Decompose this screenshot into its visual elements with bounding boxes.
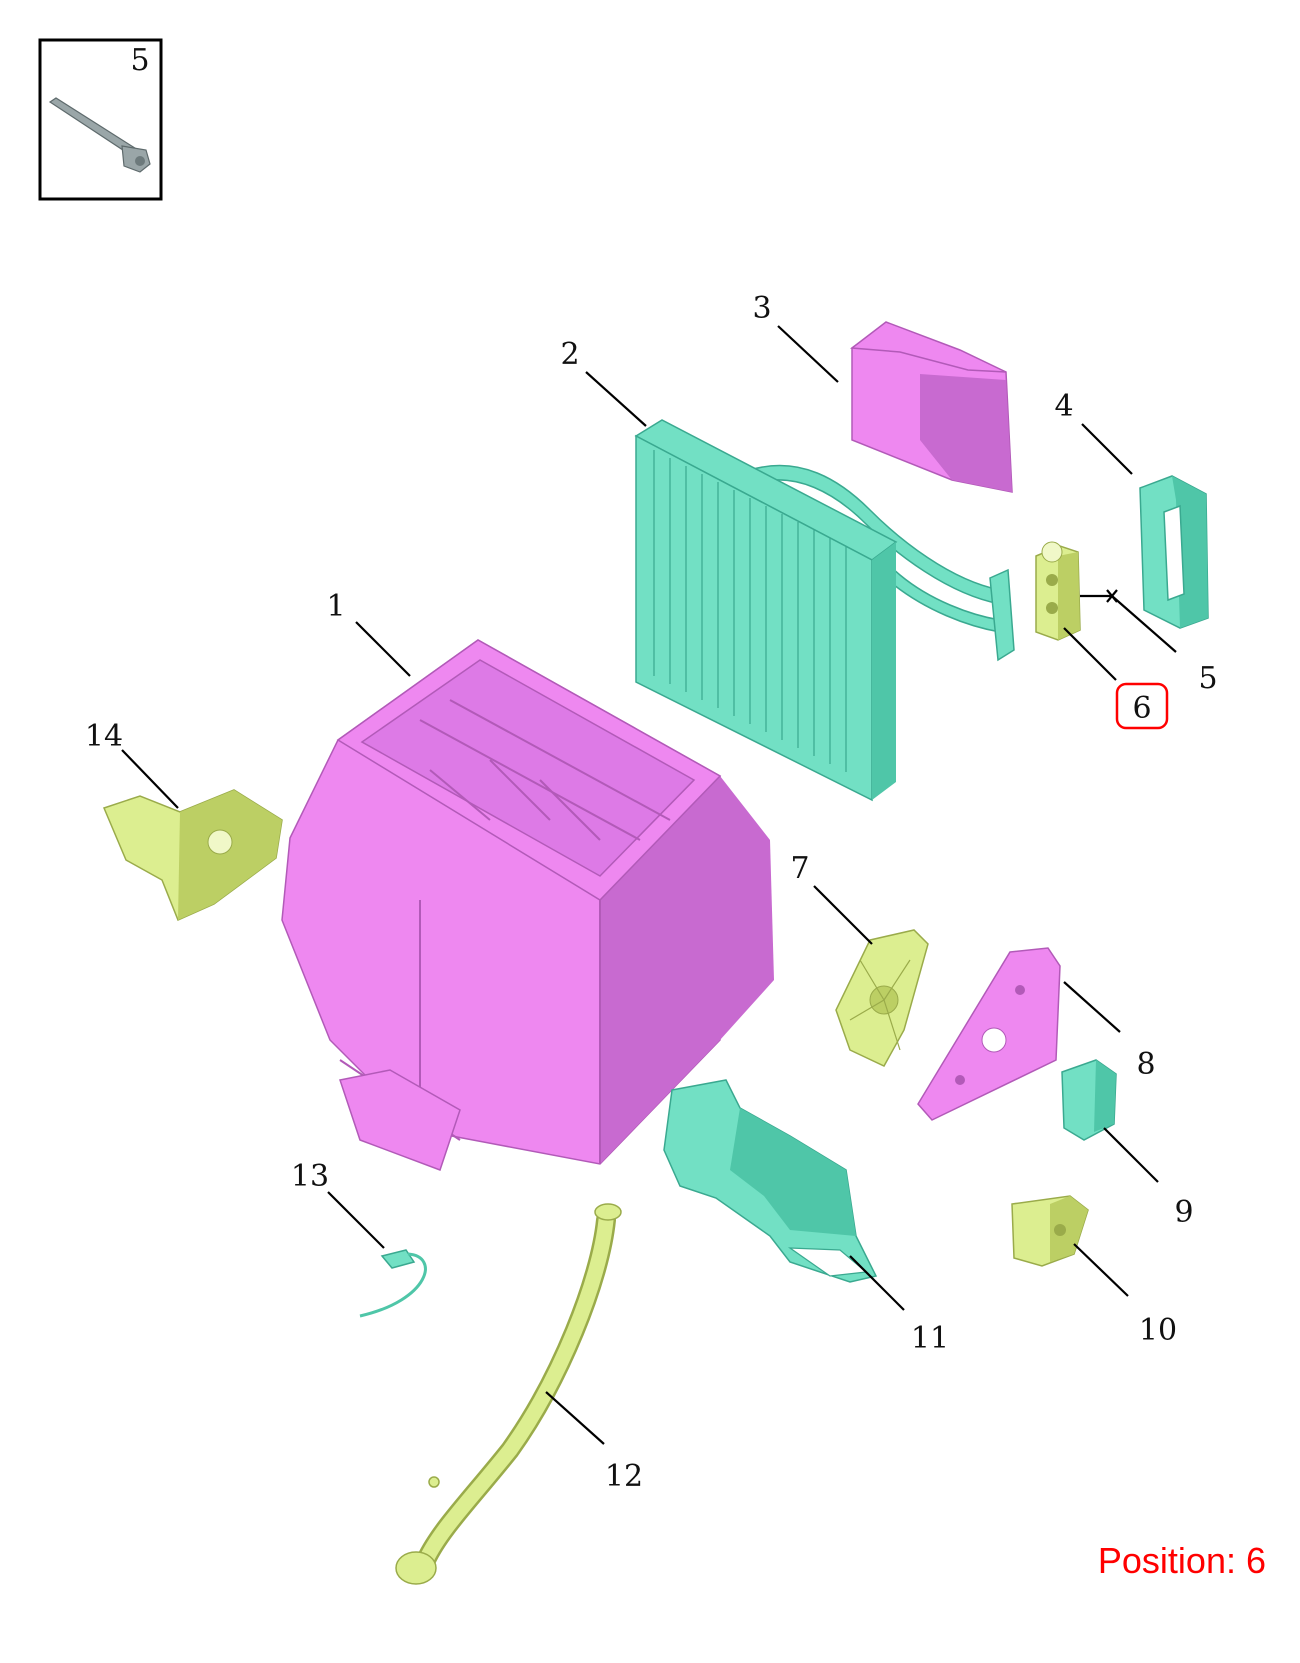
inset-detail-box[interactable]: 5 xyxy=(38,38,163,201)
part-8-cover-plate[interactable] xyxy=(917,947,1061,1121)
leader-4 xyxy=(1081,423,1133,475)
callout-5[interactable]: 5 xyxy=(1198,661,1217,696)
part-6-expansion-valve[interactable] xyxy=(1035,541,1081,641)
callout-12[interactable]: 12 xyxy=(605,1459,643,1494)
callout-11[interactable]: 11 xyxy=(911,1321,949,1356)
callout-8[interactable]: 8 xyxy=(1136,1047,1155,1082)
leader-10 xyxy=(1073,1243,1129,1297)
callout-14[interactable]: 14 xyxy=(85,719,123,754)
bolt-icon xyxy=(48,97,151,173)
leader-6 xyxy=(1063,627,1117,681)
leader-lines xyxy=(121,325,1177,1445)
part-1-housing[interactable] xyxy=(281,639,774,1171)
housing-ribs xyxy=(339,699,671,1164)
leader-12 xyxy=(545,1391,605,1445)
evaporator-fins xyxy=(653,450,847,772)
leader-8 xyxy=(1063,981,1121,1033)
part-2-evaporator[interactable] xyxy=(634,419,1015,802)
part-12-drain-hose[interactable] xyxy=(395,1203,622,1585)
callout-7[interactable]: 7 xyxy=(790,851,809,886)
part-9-actuator[interactable] xyxy=(1061,1059,1117,1141)
leader-11 xyxy=(849,1255,905,1311)
position-label: Position: 6 xyxy=(1097,1540,1266,1581)
part-10-actuator[interactable] xyxy=(1011,1195,1089,1267)
callout-6[interactable]: 6 xyxy=(1132,691,1151,726)
part-14-blower[interactable] xyxy=(102,789,283,922)
leader-9 xyxy=(1103,1127,1159,1183)
inset-callout: 5 xyxy=(130,43,149,78)
callout-9[interactable]: 9 xyxy=(1174,1195,1193,1230)
callout-labels: 1 2 3 4 5 6 7 8 9 10 11 12 13 14 xyxy=(85,291,1218,1494)
highlight-box xyxy=(1115,682,1169,730)
leader-13 xyxy=(327,1191,385,1249)
callout-3[interactable]: 3 xyxy=(752,291,771,326)
leader-7 xyxy=(813,885,873,945)
leader-14 xyxy=(121,749,179,809)
callout-2[interactable]: 2 xyxy=(560,337,579,372)
leader-2 xyxy=(585,371,647,427)
callout-4[interactable]: 4 xyxy=(1054,389,1073,424)
callout-10[interactable]: 10 xyxy=(1139,1313,1177,1348)
callout-1[interactable]: 1 xyxy=(326,589,345,624)
part-7-flap[interactable] xyxy=(835,929,929,1067)
leader-1 xyxy=(355,621,411,677)
part-3-cover[interactable] xyxy=(849,321,1013,493)
part-4-gasket[interactable] xyxy=(1139,475,1209,629)
part-13-sensor[interactable] xyxy=(359,1249,427,1318)
leader-5-cross xyxy=(1106,589,1118,603)
leader-3 xyxy=(777,325,839,383)
leader-5b xyxy=(1111,595,1177,653)
callout-13[interactable]: 13 xyxy=(291,1159,329,1194)
part-11-air-duct[interactable] xyxy=(663,1079,878,1283)
